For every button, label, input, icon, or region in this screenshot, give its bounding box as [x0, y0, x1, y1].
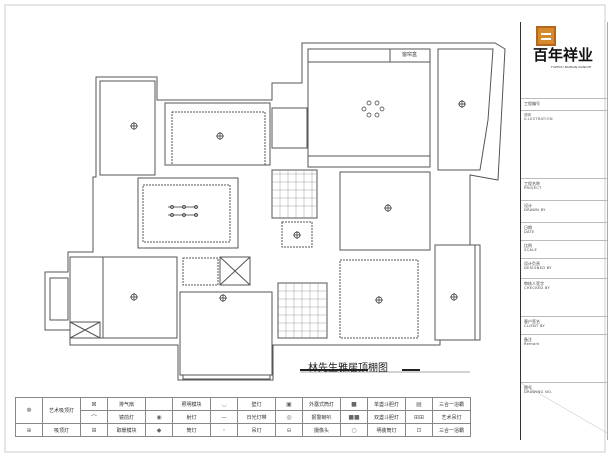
- single-spotlight-icon: ■: [340, 397, 368, 411]
- ceiling-lights: [130, 100, 466, 304]
- field-label-en: DRAWN BY: [524, 208, 546, 212]
- field-label: 审核人签字: [524, 281, 544, 286]
- project-number: 工程编号: [521, 99, 607, 111]
- wall-lamp-icon: ◡: [210, 397, 238, 411]
- ceiling-light-icon: [216, 132, 224, 140]
- exhaust-fan-icon: ⊠: [80, 397, 108, 411]
- legend-label: 壁灯: [237, 397, 276, 411]
- lighting-module-icon: [145, 397, 173, 411]
- light-strip-icon: —: [210, 410, 238, 424]
- legend-label: 照明模块: [172, 397, 211, 411]
- field-label: 客户签名: [524, 319, 540, 324]
- ceiling-light-icon: [450, 293, 458, 301]
- field-label: 图号: [524, 385, 532, 390]
- legend-table: ❁ 艺术吸顶灯 ⊠ 排气扇 照明模块 ◡ 壁灯 ▣ 外露式筒灯 ■ 单盏斗胆灯 …: [15, 397, 471, 437]
- scale-bar: [300, 369, 470, 373]
- spotlight-icon: ◉: [145, 410, 173, 424]
- legend-label: 吸顶灯: [42, 423, 81, 437]
- legend-label: 三合一浴霸: [432, 397, 471, 411]
- double-spotlight-icon: ■■: [340, 410, 368, 424]
- legend-label: 三合一浴霸: [432, 423, 471, 437]
- bath-heater-icon: ⊡: [405, 423, 433, 437]
- field-label-en: DRAWING NO.: [524, 390, 553, 394]
- legend-label: 外露式筒灯: [302, 397, 341, 411]
- downlight-icon: ◆: [145, 423, 173, 437]
- art-chandelier-icon: ⊞⊞: [405, 410, 433, 424]
- field-label-en: SCALE: [524, 248, 538, 252]
- ceiling-light-icon: [130, 293, 138, 301]
- legend-label: 艺术吊灯: [432, 410, 471, 424]
- legend-label: 双盏斗胆灯: [367, 410, 406, 424]
- legend-label: 摄像头: [302, 423, 341, 437]
- legend-label: 报警喇叭: [302, 410, 341, 424]
- ceiling-light-icon: [293, 231, 301, 239]
- logo-brand: 百年祥业: [533, 46, 594, 64]
- ceiling-light-icon: [384, 204, 392, 212]
- company-logo: 百年祥业 FUZHOU BAINIAN XIANGYE: [521, 22, 607, 99]
- exposed-downlight-icon: ○: [340, 423, 368, 437]
- pendant-lamp-icon: ◦: [210, 423, 238, 437]
- ceiling-light-icon: [219, 294, 227, 302]
- ceiling-light-icon: [375, 296, 383, 304]
- legend-row: ⌒ 镜前灯 ◉ 射灯 — 日光灯带 ◎ 报警喇叭 ■■ 双盏斗胆灯 ⊞⊞ 艺术吊…: [16, 410, 471, 424]
- field-label: 备注: [524, 337, 532, 342]
- field-label-en: CHECKED BY: [524, 286, 550, 290]
- camera-icon: ⊖: [275, 423, 303, 437]
- notes-heading: 说明: [524, 113, 531, 117]
- legend-row: ❁ 艺术吸顶灯 ⊠ 排气扇 照明模块 ◡ 壁灯 ▣ 外露式筒灯 ■ 单盏斗胆灯 …: [15, 397, 471, 424]
- field-label-en: DATE: [524, 230, 535, 234]
- field-label: 日期: [524, 225, 532, 230]
- legend-label: 取暖模块: [107, 423, 146, 437]
- field-label-en: Remark: [524, 342, 540, 346]
- legend-label: 明装筒灯: [367, 423, 406, 437]
- legend-label: 吊灯: [237, 423, 276, 437]
- alarm-speaker-icon: ◎: [275, 410, 303, 424]
- title-block: 百年祥业 FUZHOU BAINIAN XIANGYE 工程编号 说明 ILLU…: [520, 22, 608, 440]
- art-chandelier-icon: [168, 205, 198, 217]
- field-label-en: DESIGNED BY: [524, 266, 552, 270]
- sheet-border: [4, 4, 606, 453]
- bath-heater-icon: ▤: [405, 397, 433, 411]
- mirror-light-icon: ⌒: [80, 410, 108, 424]
- notes-heading-en: ILLUSTRATION: [524, 117, 553, 122]
- tile-grids: [272, 170, 327, 338]
- legend-label: 射灯: [172, 410, 211, 424]
- notes-section: 说明 ILLUSTRATION: [521, 111, 607, 179]
- legend-label: 艺术吸顶灯: [42, 397, 81, 424]
- ceiling-light-icon: ⊕: [15, 423, 43, 437]
- ceiling-light-icon: [130, 122, 138, 130]
- legend-label: 排气扇: [107, 397, 146, 411]
- field-label-en: PROJECT: [524, 186, 542, 190]
- legend-row: ⊕ 吸顶灯 ⊞ 取暖模块 ◆ 筒灯 ◦ 吊灯 ⊖ 摄像头 ○ 明装筒灯 ⊡ 三合…: [15, 423, 471, 437]
- field-label: 设计负责: [524, 261, 540, 266]
- surface-downlight-icon: ▣: [275, 397, 303, 411]
- field-label: 比例: [524, 243, 532, 248]
- heating-module-icon: ⊞: [80, 423, 108, 437]
- field-label-en: CLIENT BY: [524, 324, 546, 328]
- legend-label: 单盏斗胆灯: [367, 397, 406, 411]
- logo-sub: FUZHOU BAINIAN XIANGYE: [551, 65, 592, 69]
- legend-label: 镜前灯: [107, 410, 146, 424]
- legend-label: 日光灯带: [237, 410, 276, 424]
- ceiling-light-icon: [458, 100, 466, 108]
- walls: [44, 42, 506, 381]
- legend-label: 筒灯: [172, 423, 211, 437]
- logo-mark: [536, 26, 556, 46]
- art-ceiling-light-icon: ❁: [15, 397, 43, 424]
- curtain-box-label: 窗帘盒: [402, 52, 418, 58]
- field-label: 设计: [524, 203, 532, 208]
- field-label: 工程名称: [524, 181, 540, 186]
- art-ceiling-light-icon: [361, 100, 385, 118]
- drawing-title: 林先生雅居顶棚图: [308, 363, 388, 374]
